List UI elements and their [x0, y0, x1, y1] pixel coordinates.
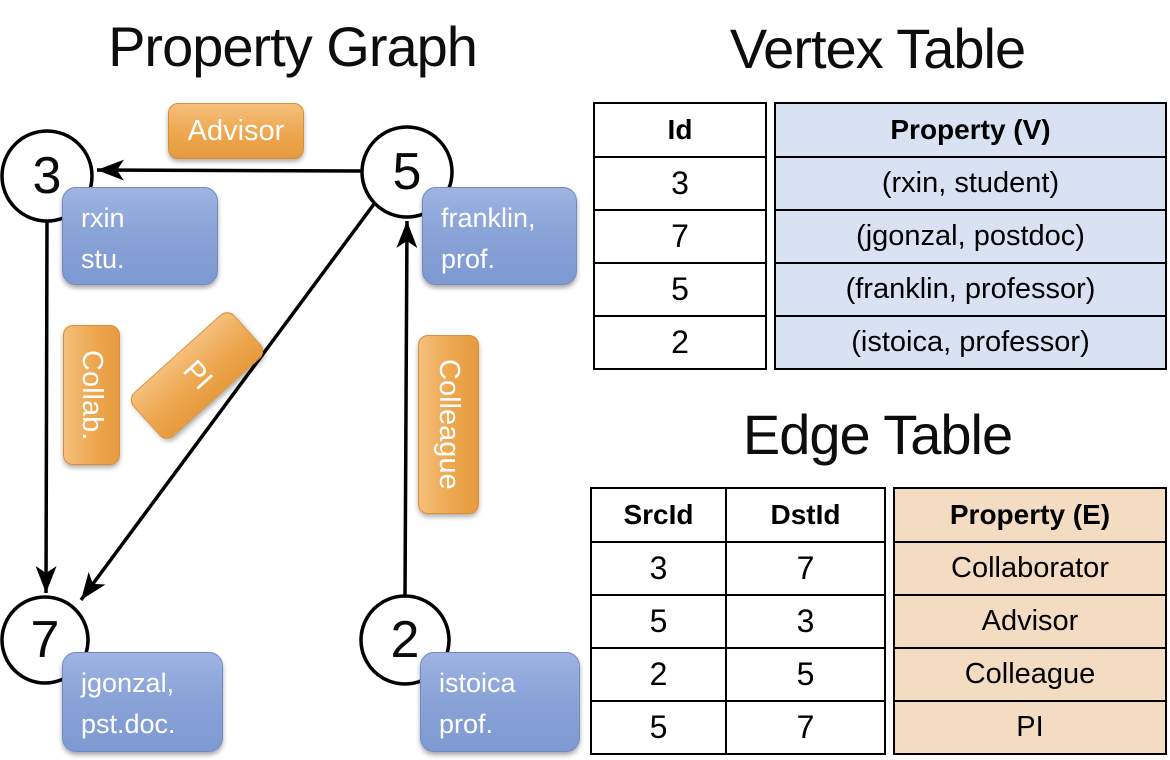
vertex-id-5: 5	[392, 143, 422, 201]
property-graph-title: Property Graph	[108, 15, 478, 78]
edge-table-cell: 5	[649, 709, 668, 745]
vertex-props-7-line1: jgonzal,	[81, 668, 175, 698]
vertex-props-2-line1: istoica	[439, 668, 516, 698]
edge-colleague-arrow	[396, 220, 418, 597]
vertex-table-header-property: Property (V)	[776, 104, 1165, 156]
edge-table-cell: 7	[725, 702, 884, 753]
edge-pi-arrow	[79, 202, 376, 602]
vertex-table-cell: 7	[595, 209, 765, 262]
vertex-props-3-line2: stu.	[81, 243, 125, 274]
vertex-table-header-id: Id	[667, 114, 693, 145]
edge-advisor-arrow	[96, 159, 363, 181]
vertex-id-3: 3	[32, 147, 62, 205]
edge-label-colleague: Colleague	[418, 335, 479, 514]
vertex-table-cell: (jgonzal, postdoc)	[776, 209, 1165, 262]
vertex-table: Id 3 7 5 2 Property (V) (rxin, student) …	[593, 102, 1167, 370]
vertex-props-7: jgonzal, pst.doc.	[62, 652, 223, 752]
edge-label-collab-text: Collab.	[76, 349, 108, 441]
edge-collab-arrow	[35, 220, 57, 594]
edge-table-cell: Colleague	[895, 647, 1165, 700]
edge-table-cell: 5	[649, 603, 668, 639]
edge-label-collab: Collab.	[63, 325, 120, 465]
vertex-table-property-column: Property (V) (rxin, student) (jgonzal, p…	[774, 102, 1167, 370]
vertex-table-column-gap	[767, 102, 774, 370]
vertex-props-3-line1: rxin	[81, 203, 125, 233]
vertex-table-cell: 2	[595, 315, 765, 368]
edge-label-pi-text: PI	[176, 354, 219, 397]
edge-table-row: 5 3	[592, 594, 884, 647]
vertex-id-7: 7	[30, 611, 60, 669]
vertex-props-2: istoica prof.	[420, 652, 580, 752]
edge-label-advisor-text: Advisor	[187, 114, 285, 147]
vertex-props-2-line2: prof.	[439, 708, 494, 739]
edge-table-cell: 2	[649, 656, 668, 692]
edge-table-cell: 5	[725, 649, 884, 700]
vertex-id-2: 2	[390, 611, 420, 669]
edge-table-title: Edge Table	[742, 403, 1013, 466]
edge-table: SrcId DstId 3 7 5 3 2 5 5 7 Property (E)	[590, 487, 1167, 755]
edge-table-property-column: Property (E) Collaborator Advisor Collea…	[893, 487, 1167, 755]
edge-table-row: 2 5	[592, 647, 884, 700]
vertex-props-7-line2: pst.doc.	[81, 708, 176, 739]
edge-table-cell: PI	[895, 700, 1165, 753]
edge-table-header-property: Property (E)	[895, 489, 1165, 541]
edge-table-header-row: SrcId DstId	[592, 489, 884, 541]
edge-table-row: 3 7	[592, 541, 884, 594]
edge-table-column-gap	[886, 487, 893, 755]
edge-table-header-srcid: SrcId	[623, 499, 694, 530]
vertex-props-5-line1: franklin,	[441, 203, 536, 233]
vertex-table-cell: 5	[595, 262, 765, 315]
edge-table-cell: 3	[725, 596, 884, 647]
vertex-table-title: Vertex Table	[729, 17, 1026, 80]
edge-table-cell: Collaborator	[895, 541, 1165, 594]
vertex-props-5: franklin, prof.	[422, 187, 577, 285]
edge-table-cell: Advisor	[895, 594, 1165, 647]
vertex-table-cell: (rxin, student)	[776, 156, 1165, 209]
vertex-props-5-line2: prof.	[441, 243, 496, 274]
vertex-table-id-column: Id 3 7 5 2	[593, 102, 767, 370]
edge-label-colleague-text: Colleague	[433, 359, 465, 490]
edge-table-cell: 3	[649, 550, 668, 586]
edge-label-advisor: Advisor	[168, 103, 304, 159]
edge-table-cell: 7	[725, 543, 884, 594]
edge-table-id-columns: SrcId DstId 3 7 5 3 2 5 5 7	[590, 487, 886, 755]
vertex-table-cell: (istoica, professor)	[776, 315, 1165, 368]
vertex-table-cell: 3	[595, 156, 765, 209]
edge-table-row: 5 7	[592, 700, 884, 753]
vertex-table-cell: (franklin, professor)	[776, 262, 1165, 315]
edge-table-header-dstid: DstId	[725, 489, 884, 541]
vertex-props-3: rxin stu.	[62, 187, 218, 285]
